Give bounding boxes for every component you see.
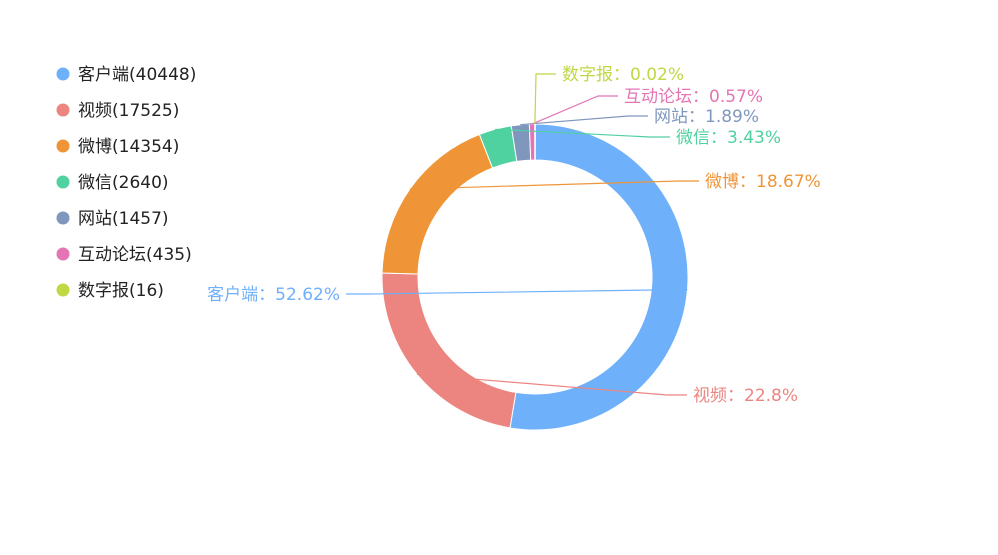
legend-marker bbox=[56, 175, 70, 189]
donut-slice-2[interactable] bbox=[381, 133, 494, 275]
data-labels: 客户端：52.62% 视频：22.8% 微博：18.67% 微信：3.43%网站：1.… bbox=[207, 65, 821, 406]
legend[interactable]: 客户端(40448) 视频(17525) 微博(14354) 微信(2640) 网站(1… bbox=[56, 65, 197, 301]
legend-item[interactable]: 微博(14354) bbox=[56, 137, 180, 157]
donut-slice-0[interactable] bbox=[509, 123, 689, 431]
legend-marker bbox=[56, 103, 70, 117]
donut-slice-5[interactable] bbox=[528, 123, 536, 161]
label-leader-line bbox=[409, 180, 699, 190]
label-leader-line bbox=[520, 115, 648, 126]
data-label: 网站：1.89% bbox=[654, 107, 759, 127]
data-label: 互动论坛：0.57% bbox=[624, 87, 763, 107]
legend-marker bbox=[56, 67, 70, 81]
legend-label: 网站(1457) bbox=[78, 209, 169, 229]
label-leader-line bbox=[346, 288, 688, 295]
legend-item[interactable]: 数字报(16) bbox=[56, 281, 164, 301]
donut-slice-1[interactable] bbox=[381, 272, 517, 429]
data-label: 微信：3.43% bbox=[676, 128, 781, 148]
label-leader-line bbox=[495, 128, 670, 138]
label-leader-line bbox=[531, 95, 618, 125]
legend-item[interactable]: 客户端(40448) bbox=[56, 65, 197, 85]
legend-label: 互动论坛(435) bbox=[78, 245, 192, 265]
legend-item[interactable]: 网站(1457) bbox=[56, 209, 169, 229]
legend-marker bbox=[56, 139, 70, 153]
legend-label: 视频(17525) bbox=[78, 101, 179, 121]
legend-marker bbox=[56, 283, 70, 297]
label-leader-line bbox=[534, 73, 556, 125]
legend-marker bbox=[56, 247, 70, 261]
legend-label: 数字报(16) bbox=[78, 281, 164, 301]
legend-item[interactable]: 视频(17525) bbox=[56, 101, 180, 121]
data-label: 数字报：0.02% bbox=[562, 65, 684, 85]
legend-item[interactable]: 互动论坛(435) bbox=[56, 245, 192, 265]
legend-label: 客户端(40448) bbox=[78, 65, 196, 85]
donut-slice-6[interactable] bbox=[534, 123, 536, 161]
legend-label: 微博(14354) bbox=[78, 137, 179, 157]
data-label: 微博：18.67% bbox=[705, 172, 821, 192]
legend-marker bbox=[56, 211, 70, 225]
legend-item[interactable]: 微信(2640) bbox=[56, 173, 169, 193]
data-label: 客户端：52.62% bbox=[207, 285, 340, 305]
data-label: 视频：22.8% bbox=[693, 386, 798, 406]
label-leader-line bbox=[416, 373, 687, 396]
legend-label: 微信(2640) bbox=[78, 173, 169, 193]
